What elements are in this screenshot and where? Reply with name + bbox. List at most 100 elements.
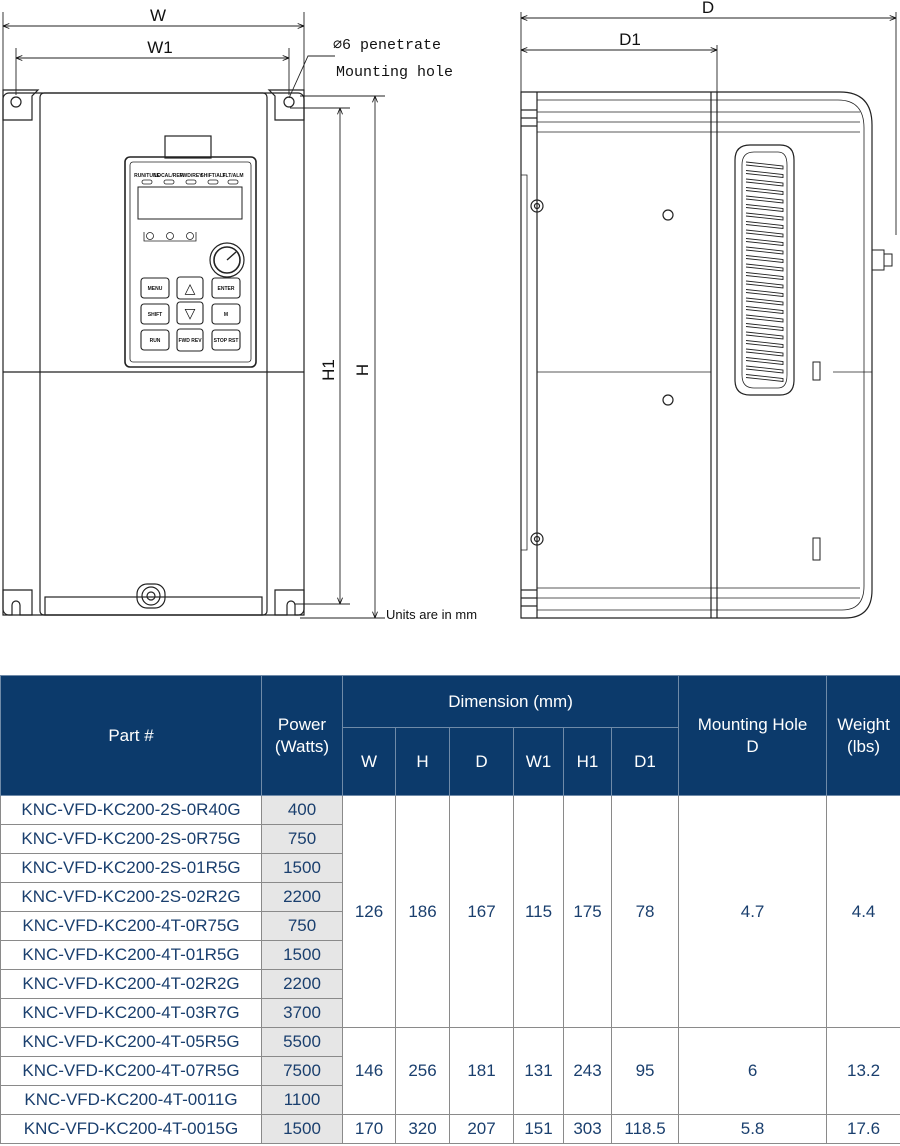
- vent-slat: [745, 195, 784, 204]
- cell-w: 126: [342, 795, 396, 1028]
- cell-w1: 115: [513, 795, 564, 1028]
- part-number: KNC-VFD-KC200-2S-0R75G: [0, 824, 262, 854]
- vent-slat: [745, 374, 784, 383]
- vent-slat: [745, 280, 784, 289]
- vent-slat: [745, 323, 784, 332]
- header-power: Power(Watts): [261, 675, 343, 796]
- key-stop-rst: STOP RST: [214, 338, 239, 344]
- key-fwd-rev: FWD REV: [178, 338, 202, 344]
- vent-slat: [745, 187, 784, 196]
- cell-d1: 78: [610, 795, 680, 1028]
- vent-slat: [745, 331, 784, 340]
- cell-weight: 17.6: [826, 1114, 900, 1144]
- cell-h1: 243: [563, 1027, 612, 1115]
- part-number: KNC-VFD-KC200-4T-0011G: [0, 1085, 262, 1115]
- cell-h1: 303: [563, 1114, 612, 1144]
- cell-d: 181: [449, 1027, 514, 1115]
- vent-slat: [745, 297, 784, 306]
- vent-slat: [745, 365, 784, 374]
- cell-weight: 13.2: [826, 1027, 900, 1115]
- part-number: KNC-VFD-KC200-2S-02R2G: [0, 882, 262, 912]
- cell-d: 167: [449, 795, 514, 1028]
- header-w1: W1: [513, 727, 564, 796]
- vent-slats: [745, 161, 784, 383]
- vent-slat: [745, 178, 784, 187]
- power-watts: 2200: [261, 882, 343, 912]
- cell-d: 207: [449, 1114, 514, 1144]
- header-h: H: [395, 727, 450, 796]
- header-weight: Weight(lbs): [826, 675, 900, 796]
- part-number: KNC-VFD-KC200-2S-01R5G: [0, 853, 262, 883]
- header-d: D: [449, 727, 514, 796]
- vent-slat: [745, 289, 784, 298]
- vent-slat: [745, 272, 784, 281]
- led-label-4: SHIFT/ALT: [200, 173, 225, 179]
- units-note: Units are in mm: [386, 607, 477, 622]
- power-watts: 2200: [261, 969, 343, 999]
- header-d1: D1: [610, 727, 680, 796]
- vent-slat: [745, 340, 784, 349]
- vent-slat: [745, 263, 784, 272]
- vent-slat: [745, 255, 784, 264]
- part-number: KNC-VFD-KC200-4T-03R7G: [0, 998, 262, 1028]
- power-watts: 400: [261, 795, 343, 825]
- header-part: Part #: [0, 675, 262, 796]
- part-number: KNC-VFD-KC200-4T-07R5G: [0, 1056, 262, 1086]
- header-dimension: Dimension (mm): [341, 675, 680, 728]
- dimension-drawing: W W1 ∅6 penetrate Mounting hole H1 H D D…: [2, 0, 897, 622]
- key-shift: SHIFT: [148, 312, 162, 318]
- label-w: W: [150, 6, 166, 25]
- key-up: △: [185, 281, 196, 297]
- power-watts: 1100: [261, 1085, 343, 1115]
- vent-slat: [745, 314, 784, 323]
- cell-h: 320: [395, 1114, 450, 1144]
- label-hole-line1: ∅6 penetrate: [333, 37, 441, 54]
- cell-d1: 118.5: [610, 1114, 680, 1144]
- vent-slat: [745, 238, 784, 247]
- part-number: KNC-VFD-KC200-4T-0015G: [0, 1114, 262, 1144]
- side-view: [520, 12, 897, 619]
- label-h: H: [353, 364, 372, 376]
- part-number: KNC-VFD-KC200-4T-01R5G: [0, 940, 262, 970]
- key-run: RUN: [150, 338, 161, 344]
- cell-hole: 6: [678, 1027, 828, 1115]
- label-h1: H1: [319, 359, 338, 381]
- header-h1: H1: [563, 727, 612, 796]
- key-enter: ENTER: [218, 286, 235, 292]
- keypad-labels: RUN/TUNE LOCAL/REM FWD/REV SHIFT/ALT FLT…: [134, 173, 243, 344]
- label-w1: W1: [147, 38, 173, 57]
- vent-slat: [745, 348, 784, 357]
- power-watts: 1500: [261, 940, 343, 970]
- cell-w1: 131: [513, 1027, 564, 1115]
- power-watts: 3700: [261, 998, 343, 1028]
- cell-h: 256: [395, 1027, 450, 1115]
- cell-h1: 175: [563, 795, 612, 1028]
- part-number: KNC-VFD-KC200-4T-05R5G: [0, 1027, 262, 1057]
- led-label-1: RUN/TUNE: [134, 173, 160, 179]
- power-watts: 5500: [261, 1027, 343, 1057]
- vent-slat: [745, 246, 784, 255]
- led-label-3: FWD/REV: [179, 173, 203, 179]
- power-watts: 7500: [261, 1056, 343, 1086]
- spec-table: Part # Power(Watts) Dimension (mm) Mount…: [0, 675, 900, 1144]
- label-hole-line2: Mounting hole: [336, 64, 453, 81]
- cell-w: 170: [342, 1114, 396, 1144]
- part-number: KNC-VFD-KC200-2S-0R40G: [0, 795, 262, 825]
- cell-d1: 95: [610, 1027, 680, 1115]
- label-d: D: [702, 0, 714, 17]
- cell-hole: 5.8: [678, 1114, 828, 1144]
- vent-slat: [745, 212, 784, 221]
- label-d1: D1: [619, 30, 641, 49]
- vent-slat: [745, 306, 784, 315]
